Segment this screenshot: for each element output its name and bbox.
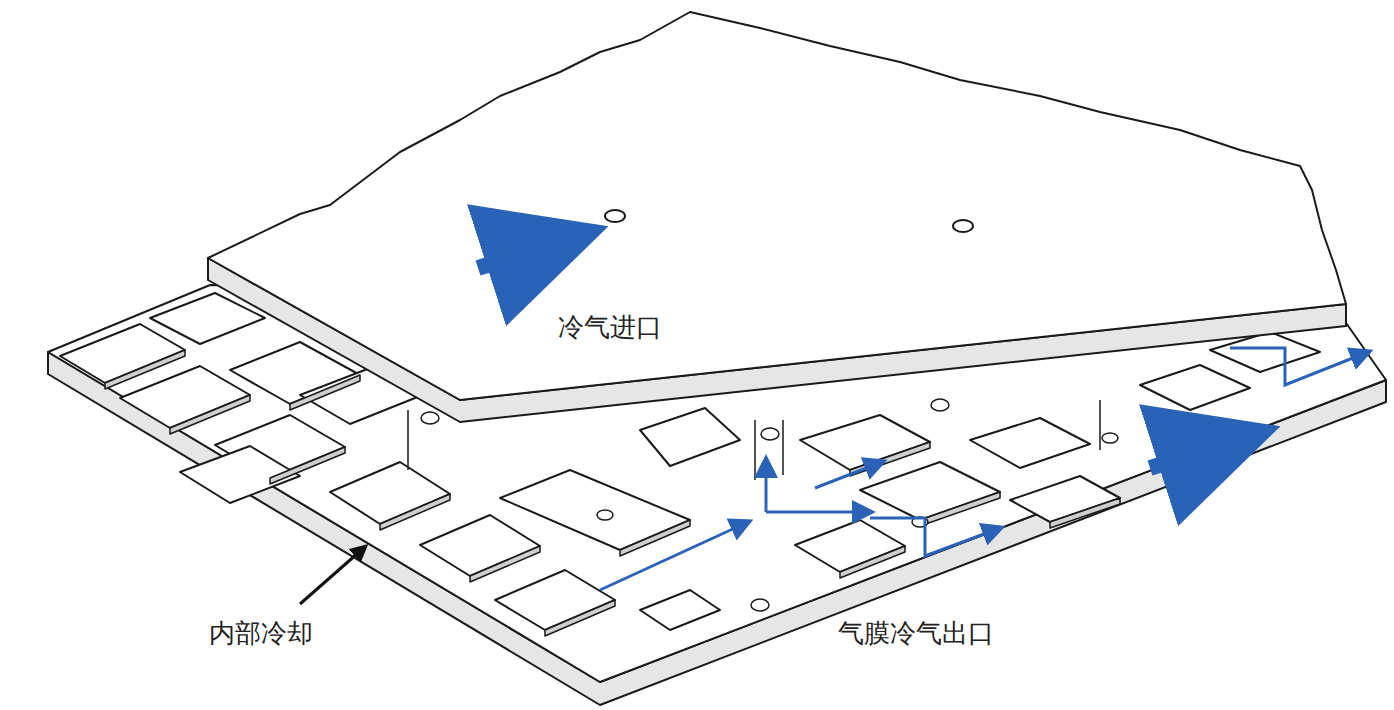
top-plate [208,12,1346,422]
leader-arrow [300,546,366,604]
callout-label: 内部冷却 [207,618,315,649]
callout-label: 冷气进口 [556,312,664,343]
coolant-flow-arrows [478,236,1368,590]
callout-label: 气膜冷气出口 [836,618,996,649]
